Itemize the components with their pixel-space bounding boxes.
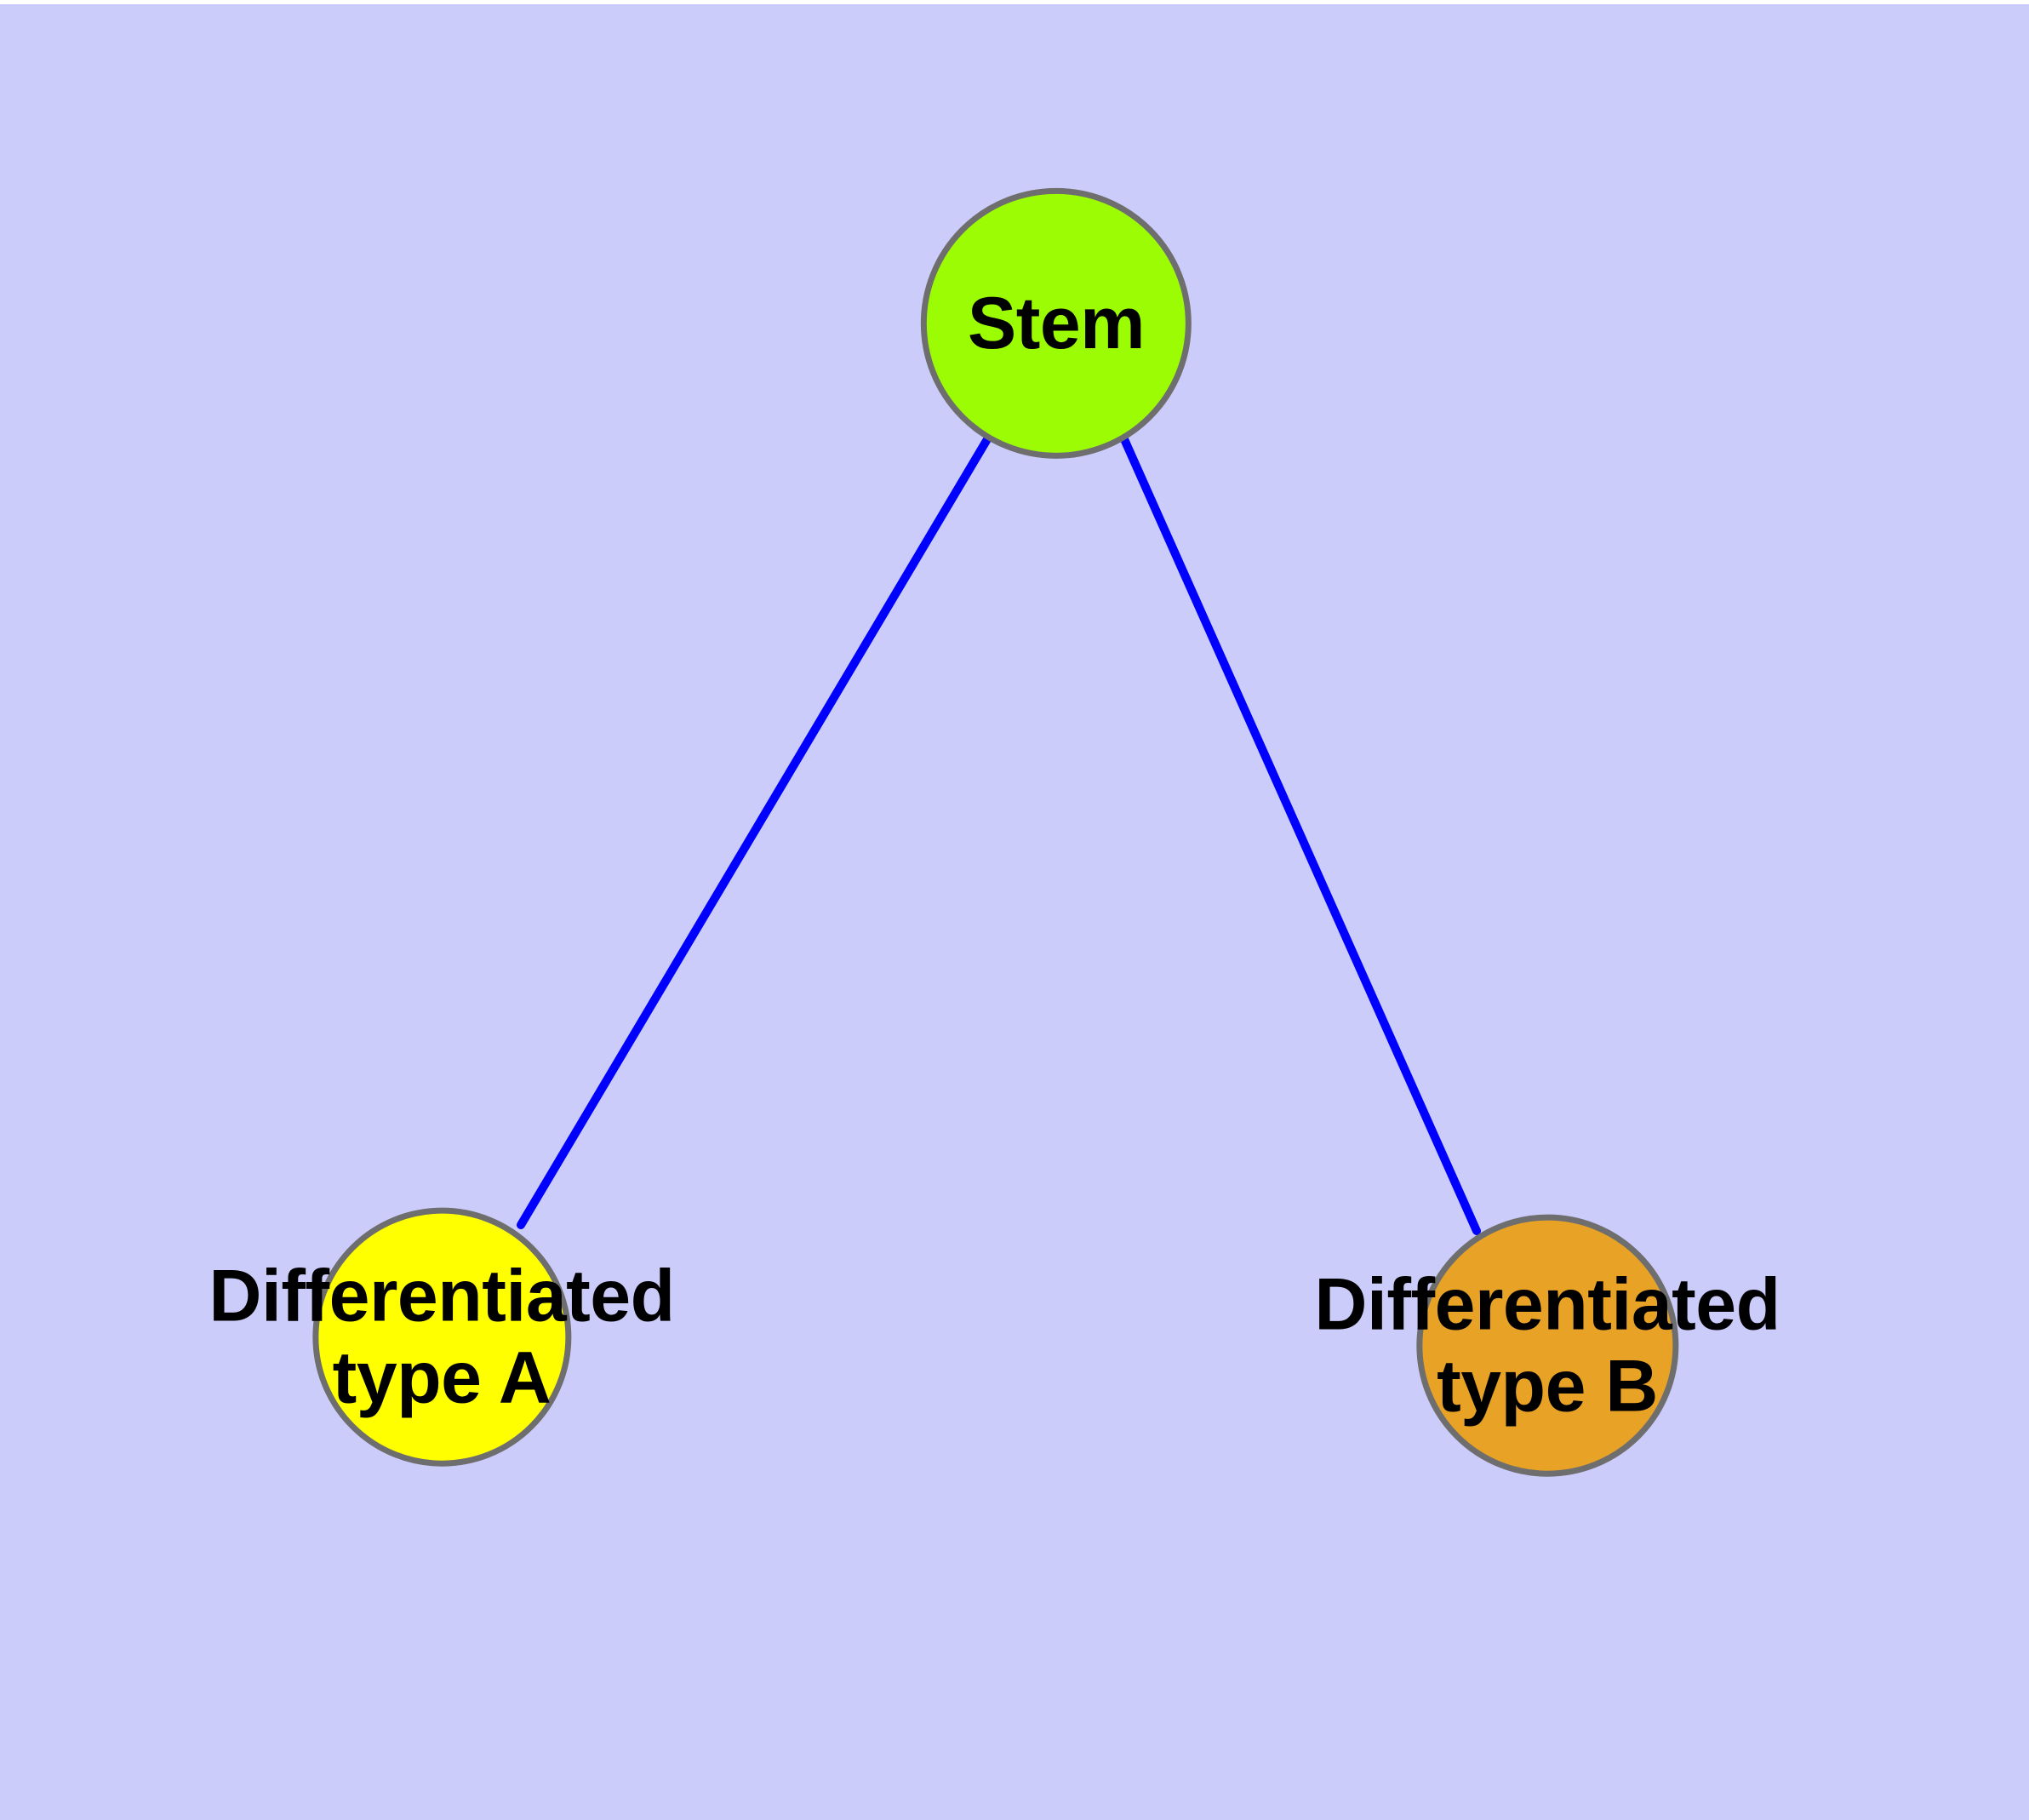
diagram-canvas: Stem Differentiated type A Differentiate…: [0, 4, 2029, 1820]
node-stem-label-line-1: Stem: [967, 282, 1146, 364]
node-differentiated-type-b-label-line-1: Differentiated: [1314, 1263, 1780, 1346]
edge-layer: [517, 435, 1481, 1235]
node-stem[interactable]: Stem: [920, 188, 1192, 459]
node-differentiated-type-a[interactable]: Differentiated type A: [209, 1208, 675, 1467]
node-differentiated-type-b[interactable]: Differentiated type B: [1314, 1215, 1780, 1477]
node-stem-label: Stem: [967, 282, 1146, 364]
node-differentiated-type-a-label-line-1: Differentiated: [209, 1255, 675, 1337]
node-differentiated-type-b-label-line-2: type B: [1437, 1346, 1658, 1428]
node-differentiated-type-a-label-line-2: type A: [332, 1337, 552, 1419]
edge-stem-to-differentiated-type-a: [517, 435, 992, 1229]
node-differentiated-type-a-label: Differentiated type A: [209, 1255, 675, 1420]
node-differentiated-type-a-circle: [311, 1208, 571, 1467]
node-stem-circle: [920, 188, 1192, 459]
node-differentiated-type-b-label: Differentiated type B: [1314, 1264, 1780, 1428]
edge-stem-to-differentiated-type-b: [1120, 435, 1481, 1235]
node-differentiated-type-b-circle: [1415, 1215, 1678, 1477]
